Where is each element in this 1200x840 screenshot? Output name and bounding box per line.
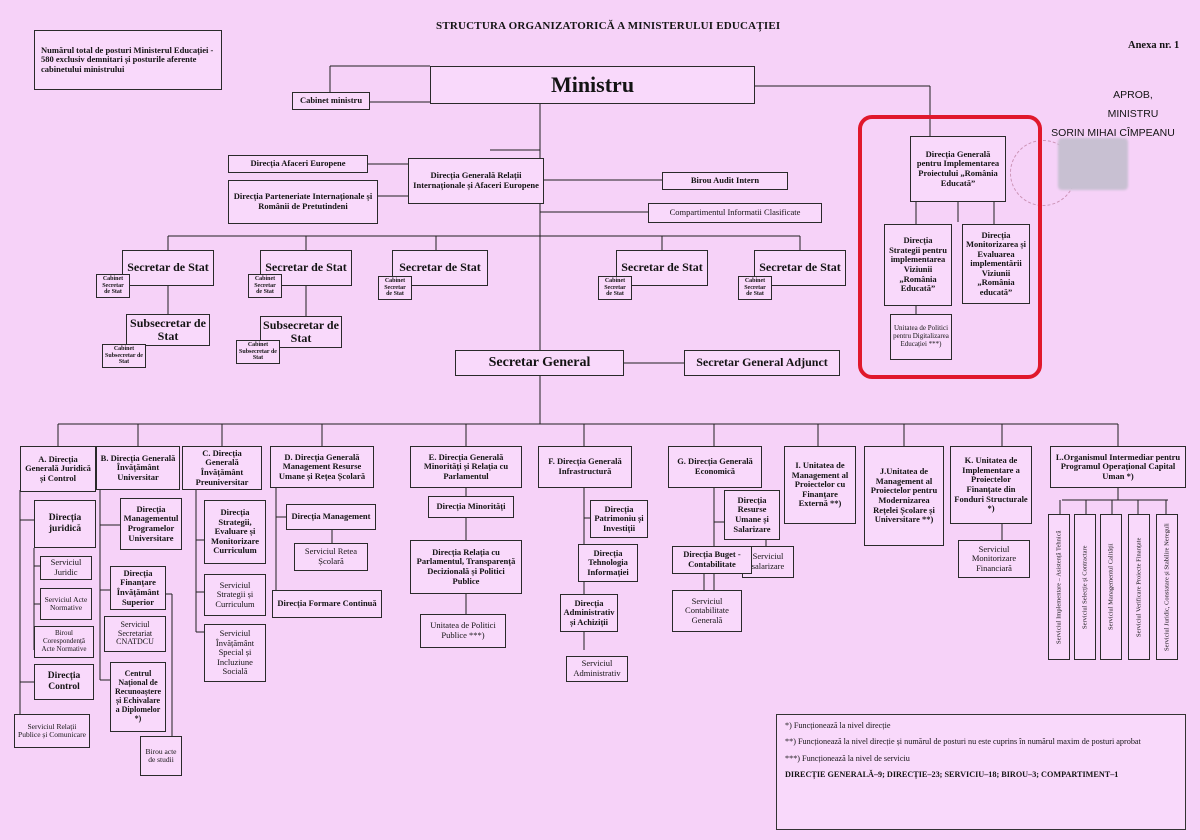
unitate-politici-publice-box: Unitatea de Politici Publice ***)	[420, 614, 506, 648]
serv-secretariat-cnatdcu-box: Serviciul Secretariat CNATDCU	[104, 616, 166, 652]
dir-relatia-parlamentul-box: Direcția Relația cu Parlamentul, Transpa…	[410, 540, 522, 594]
dg-e-minoritati-box: E. Direcția Generală Minorități și Relaț…	[410, 446, 522, 488]
serv-contabilitate-box: Serviciul Contabilitate Generală	[672, 590, 742, 632]
dir-buget-contabilitate-box: Direcția Buget - Contabilitate	[672, 546, 752, 574]
dir-strategii-curriculum-box: Direcția Strategii, Evaluare și Monitori…	[204, 500, 266, 564]
dir-management-d-box: Direcția Management	[286, 504, 376, 530]
secretar-stat-1: Secretar de Stat	[122, 250, 214, 286]
serv-strategii-curriculum-box: Serviciul Strategii și Curriculum	[204, 574, 266, 616]
cabinet-secretar-3: Cabinet Secretar de Stat	[378, 276, 412, 300]
highlight-frame	[858, 115, 1042, 379]
compartiment-info-box: Compartimentul Informatii Clasificate	[648, 203, 822, 223]
unitate-i-box: I. Unitatea de Management al Proiectelor…	[784, 446, 856, 524]
secretar-general-box: Secretar General	[455, 350, 624, 376]
approval-block: APROB, MINISTRU SORIN MIHAI CÎMPEANU	[1051, 86, 1198, 143]
dir-parteneriate-box: Direcția Parteneriate Internaționale și …	[228, 180, 378, 224]
organism-intermediar-l-box: L.Organismul Intermediar pentru Programu…	[1050, 446, 1186, 488]
approval-line-1: APROB,	[1113, 89, 1153, 101]
serv-l-calitate-box: Serviciul Managementul Calității	[1100, 514, 1122, 660]
dir-minoritati-box: Direcția Minorități	[428, 496, 514, 518]
serv-retea-scolara-box: Serviciul Retea Școlară	[294, 543, 368, 571]
dg-a-juridica-box: A. Direcția Generală Juridică și Control	[20, 446, 96, 492]
cabinet-secretar-4: Cabinet Secretar de Stat	[598, 276, 632, 300]
approval-line-3: SORIN MIHAI CÎMPEANU	[1051, 127, 1175, 139]
dir-patrimoniu-box: Direcția Patrimoniu și Investiții	[590, 500, 648, 538]
birou-acte-studii-box: Birou acte de studii	[140, 736, 182, 776]
redacted-signature	[1058, 138, 1128, 190]
unitate-digitalizare-box: Unitatea de Politici pentru Digitalizare…	[890, 314, 952, 360]
legend-note-2: **) Funcționează la nivel direcție și nu…	[785, 737, 1141, 747]
subsecretar-stat-2: Subsecretar de Stat	[260, 316, 342, 348]
dg-romania-educata-box: Direcția Generală pentru Implementarea P…	[910, 136, 1006, 202]
centrul-recunoastere-box: Centrul Național de Recunoaștere și Echi…	[110, 662, 166, 732]
serv-juridic-box: Serviciul Juridic	[40, 556, 92, 580]
dir-strategii-re-box: Direcția Strategii pentru implementarea …	[884, 224, 952, 306]
cabinet-secretar-1: Cabinet Secretar de Stat	[96, 274, 130, 298]
dg-b-universitar-box: B. Direcția Generală Învățământ Universi…	[96, 446, 180, 490]
page-title: STRUCTURA ORGANIZATORICĂ A MINISTERULUI …	[436, 20, 781, 32]
dir-administrativ-box: Direcția Administrativ și Achiziții	[560, 594, 618, 632]
approval-line-2: MINISTRU	[1107, 108, 1159, 120]
serv-l-implementare-box: Serviciul Implementare – Asistență Tehni…	[1048, 514, 1070, 660]
cabinet-secretar-2: Cabinet Secretar de Stat	[248, 274, 282, 298]
minister-box: Ministru	[430, 66, 755, 104]
serv-relatii-publice-box: Serviciul Relații Publice și Comunicare	[14, 714, 90, 748]
legend-box: *) Funcționează la nivel direcție **) Fu…	[776, 714, 1186, 830]
dir-management-programe-box: Direcția Managementul Programelor Univer…	[120, 498, 182, 550]
serv-administrativ-box: Serviciul Administrativ	[566, 656, 628, 682]
serv-l-juridic-box: Serviciul Juridic, Constatare și Stabili…	[1156, 514, 1178, 660]
dir-juridica-box: Direcția juridică	[34, 500, 96, 548]
legend-note-1: *) Funcționează la nivel direcție	[785, 721, 891, 730]
legend-note-3: ***) Funcționează la nivel de serviciu	[785, 753, 910, 763]
serv-l-selectie-box: Serviciul Selecție și Contractare	[1074, 514, 1096, 660]
subsecretar-stat-1: Subsecretar de Stat	[126, 314, 210, 346]
secretar-general-adjunct-box: Secretar General Adjunct	[684, 350, 840, 376]
cabinet-subsecretar-2: Cabinet Subsecretar de Stat	[236, 340, 280, 364]
serv-acte-normative-box: Serviciul Acte Normative	[40, 588, 92, 620]
cabinet-subsecretar-1: Cabinet Subsecretar de Stat	[102, 344, 146, 368]
unitate-j-box: J.Unitatea de Management al Proiectelor …	[864, 446, 944, 546]
dg-f-infrastructura-box: F. Direcția Generală Infrastructură	[538, 446, 632, 488]
annex-label: Anexa nr. 1	[1128, 40, 1180, 51]
dg-d-resurse-umane-box: D. Direcția Generală Management Resurse …	[270, 446, 374, 488]
cabinet-minister-box: Cabinet ministru	[292, 92, 370, 110]
secretar-stat-5: Secretar de Stat	[754, 250, 846, 286]
dir-control-box: Direcția Control	[34, 664, 94, 700]
cabinet-secretar-5: Cabinet Secretar de Stat	[738, 276, 772, 300]
dir-tehnologia-informatiei-box: Direcția Tehnologia Informației	[578, 544, 638, 582]
birou-audit-box: Birou Audit Intern	[662, 172, 788, 190]
headcount-note: Numărul total de posturi Ministerul Educ…	[34, 30, 222, 90]
dir-resurse-umane-g-box: Direcția Resurse Umane și Salarizare	[724, 490, 780, 540]
dir-formare-continua-box: Direcția Formare Continuă	[272, 590, 382, 618]
secretar-stat-4: Secretar de Stat	[616, 250, 708, 286]
dg-c-preuniversitar-box: C. Direcția Generală Învățământ Preunive…	[182, 446, 262, 490]
dg-relatii-internationale-box: Direcția Generală Relații Internaționale…	[408, 158, 544, 204]
dir-afaceri-europene-box: Direcția Afaceri Europene	[228, 155, 368, 173]
serv-monitorizare-financiara-box: Serviciul Monitorizare Financiară	[958, 540, 1030, 578]
serv-l-verificare-box: Serviciul Verificare Proiecte Finanțate	[1128, 514, 1150, 660]
dg-g-economica-box: G. Direcția Generală Economică	[668, 446, 762, 488]
serv-invatamant-special-box: Serviciul Învățământ Special și Incluziu…	[204, 624, 266, 682]
dir-monitorizare-re-box: Direcția Monitorizarea și Evaluarea impl…	[962, 224, 1030, 304]
dir-finantare-superior-box: Direcția Finanțare Învățământ Superior	[110, 566, 166, 610]
unitate-k-box: K. Unitatea de Implementare a Proiectelo…	[950, 446, 1032, 524]
legend-totals: DIRECȚIE GENERALĂ–9; DIRECȚIE–23; SERVIC…	[785, 769, 1119, 779]
birou-corespondenta-box: Biroul Corespondență Acte Normative	[34, 626, 94, 658]
